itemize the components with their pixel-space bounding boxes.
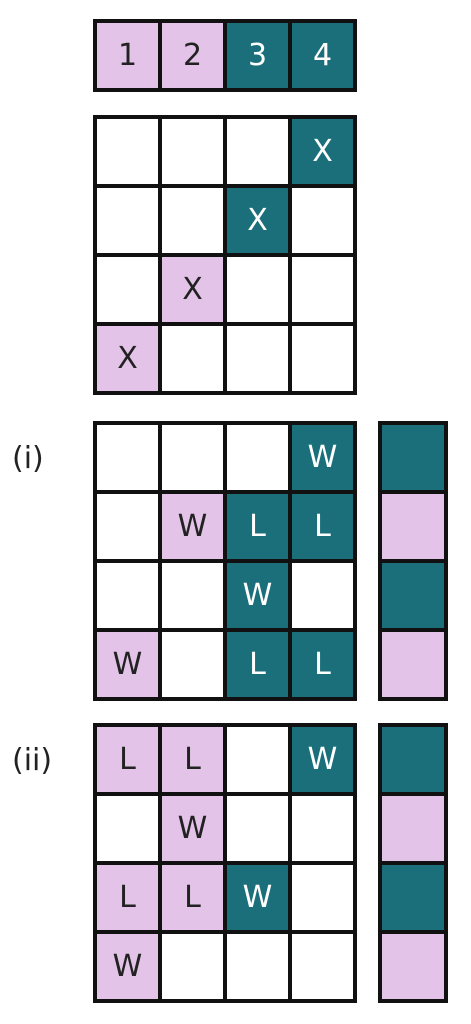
board-cell: X [288, 115, 357, 188]
board-cell: L [158, 861, 227, 934]
side-cell [378, 792, 448, 865]
board-cell [93, 792, 162, 865]
board-cell: L [223, 628, 292, 701]
board-cell [288, 930, 357, 1003]
board-cell [223, 322, 292, 395]
board-cell: W [288, 723, 357, 796]
board-cell [93, 253, 162, 326]
board-cell [93, 421, 162, 494]
board-cell [288, 861, 357, 934]
side-cell [378, 723, 448, 796]
board-cell [223, 792, 292, 865]
board-cell: W [158, 490, 227, 563]
board-cell [288, 184, 357, 257]
board-cell: W [93, 930, 162, 1003]
side-strip-case-i [378, 421, 448, 701]
board-cell [223, 253, 292, 326]
header-cell: 4 [288, 19, 357, 92]
board-cell: W [223, 861, 292, 934]
board-cell [223, 930, 292, 1003]
side-strip-case-ii [378, 723, 448, 1003]
board-cell [158, 559, 227, 632]
board-cell [93, 490, 162, 563]
header-cell: 1 [93, 19, 162, 92]
board-cell [288, 792, 357, 865]
board-cell: X [223, 184, 292, 257]
board-cell: W [93, 628, 162, 701]
board-cell: L [288, 490, 357, 563]
board-cell: W [223, 559, 292, 632]
case-i-label: (i) [12, 441, 44, 476]
board-cell [288, 559, 357, 632]
side-cell [378, 559, 448, 632]
board-cell: X [158, 253, 227, 326]
board-cell [93, 559, 162, 632]
board-cell [93, 184, 162, 257]
board-cell [158, 628, 227, 701]
board-cell [288, 253, 357, 326]
board-cell [223, 723, 292, 796]
side-cell [378, 490, 448, 563]
board-cell: L [93, 861, 162, 934]
board-cell [158, 115, 227, 188]
board-cell: L [93, 723, 162, 796]
board-cell [223, 421, 292, 494]
board-cell: X [93, 322, 162, 395]
board-cell [158, 930, 227, 1003]
side-cell [378, 861, 448, 934]
board-cell [223, 115, 292, 188]
board-cell: W [158, 792, 227, 865]
header-cell: 3 [223, 19, 292, 92]
board-cell [288, 322, 357, 395]
side-cell [378, 628, 448, 701]
board-cell [158, 421, 227, 494]
board-cell [158, 184, 227, 257]
board-cell: W [288, 421, 357, 494]
side-cell [378, 421, 448, 494]
board-cell [158, 322, 227, 395]
board-cell: L [288, 628, 357, 701]
board-cell: L [158, 723, 227, 796]
board-cell: L [223, 490, 292, 563]
board-cell [93, 115, 162, 188]
side-cell [378, 930, 448, 1003]
case-ii-label: (ii) [12, 743, 53, 778]
header-cell: 2 [158, 19, 227, 92]
